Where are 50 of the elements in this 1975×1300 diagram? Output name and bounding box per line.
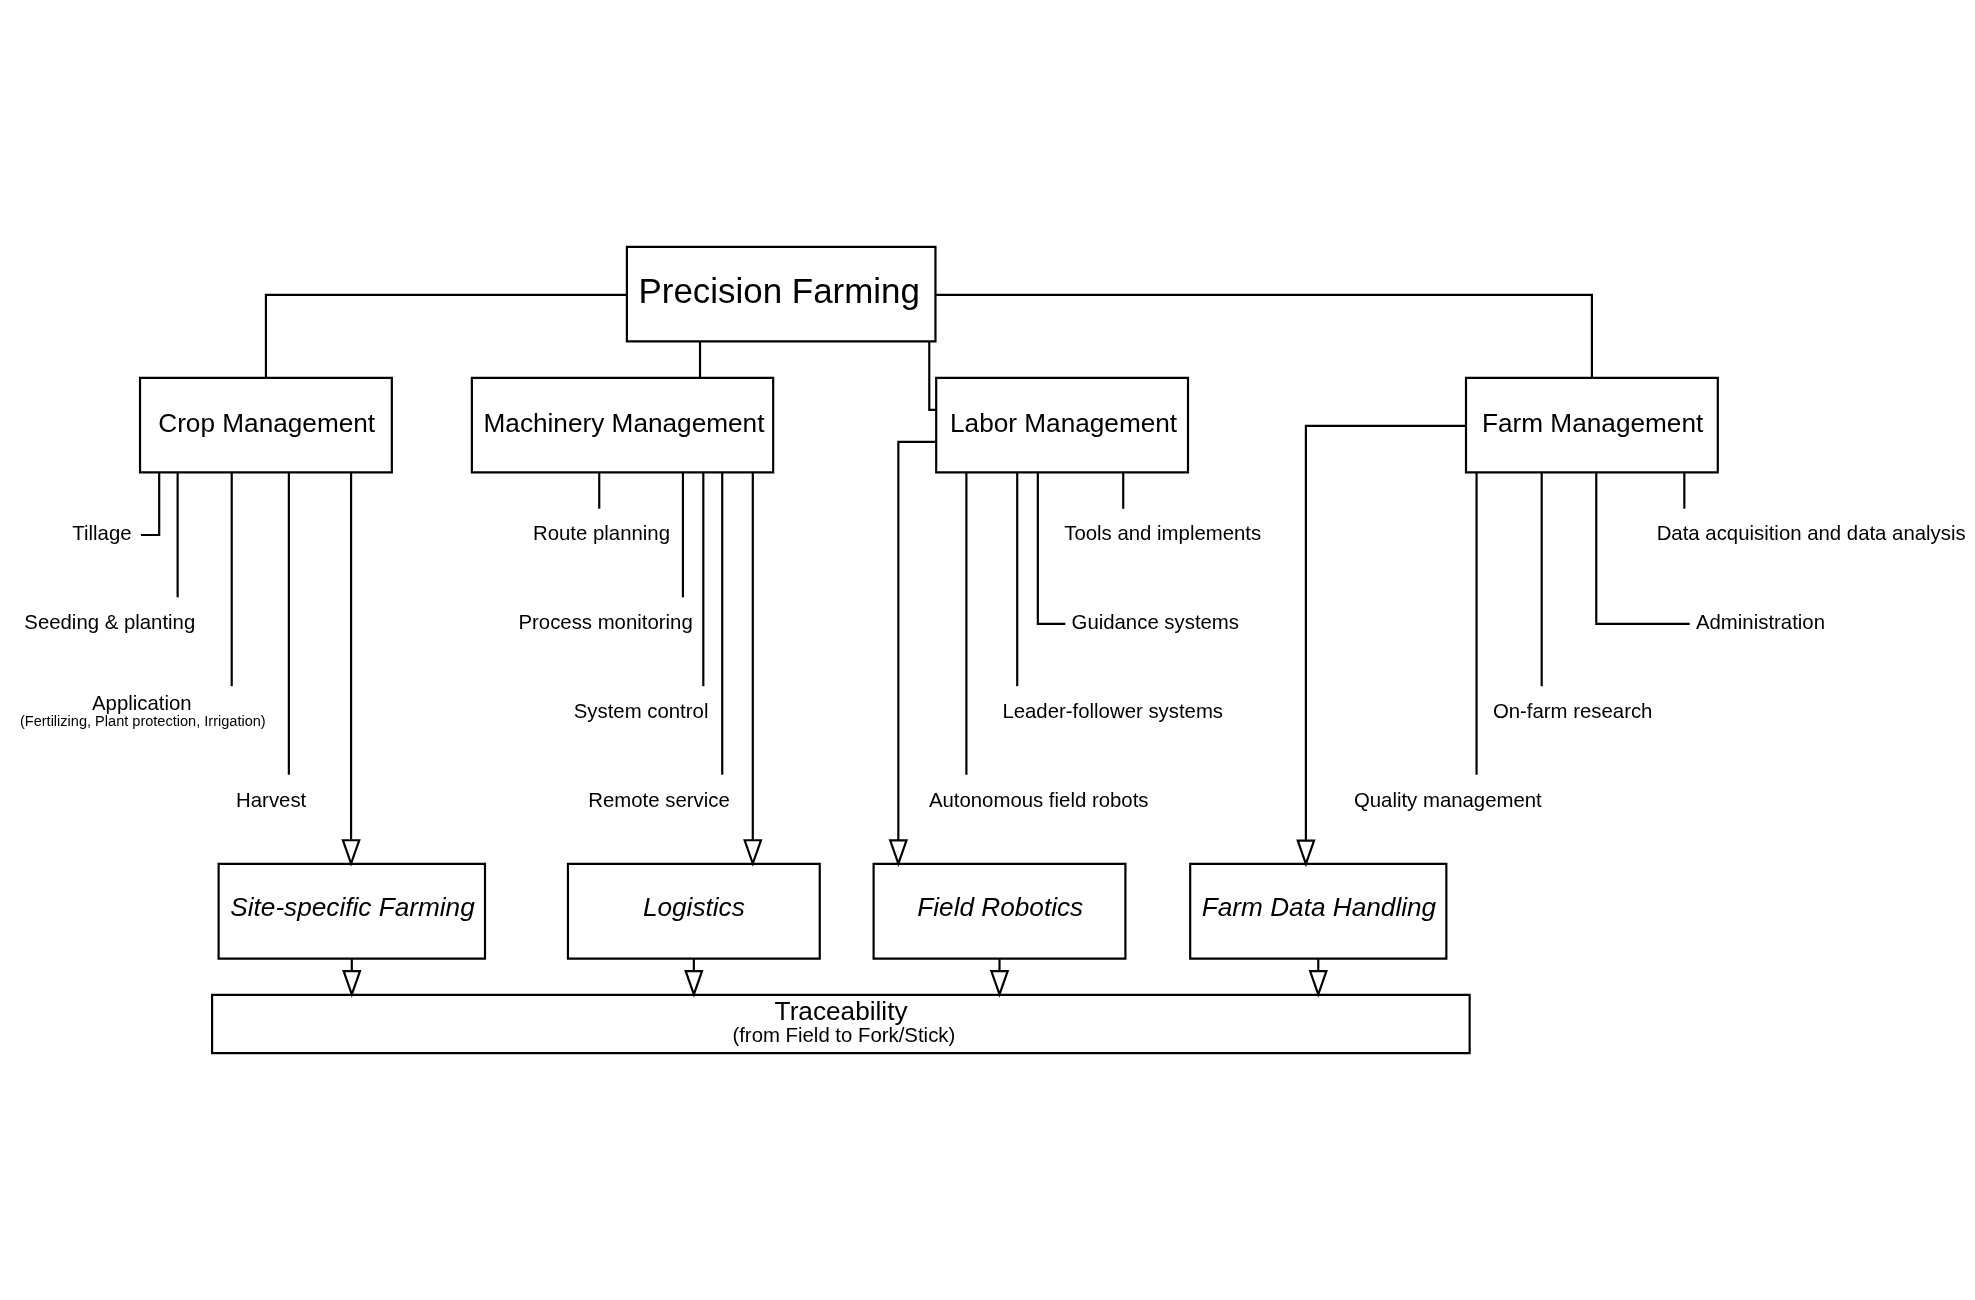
connector (935, 293, 1593, 378)
node-text: Harvest (236, 788, 307, 811)
node-box: Farm Data Handling (1189, 862, 1448, 960)
connector (140, 473, 161, 537)
arrow (341, 472, 361, 867)
node-text: Seeding & planting (24, 611, 196, 634)
node-box: Crop Management (138, 376, 393, 474)
node-box: Field Robotics (872, 862, 1127, 960)
node-text: Autonomous field robots (928, 788, 1149, 811)
connector (965, 472, 968, 775)
node-text: Application (Fertilizing, Plant protection, Irrigation) (19, 691, 266, 729)
connector (1122, 473, 1125, 509)
node-text: Quality management (1353, 788, 1542, 811)
node-box: Traceability (from Field to Fork/Stick) (211, 993, 1471, 1055)
node-text: Route planning (533, 522, 670, 545)
connector (698, 341, 702, 378)
connector (721, 472, 724, 775)
connector (1016, 472, 1019, 687)
connector (176, 472, 179, 598)
node-text: On-farm research (1492, 699, 1653, 722)
connector (681, 472, 684, 598)
connector (1475, 472, 1478, 775)
node-box: Logistics (566, 862, 821, 960)
connector (230, 472, 233, 687)
node-text: Leader-follower systems (1002, 699, 1224, 722)
connector (264, 293, 627, 378)
node-box: Machinery Management (470, 376, 775, 474)
node-box: Precision Farming (625, 245, 937, 343)
connector (1540, 472, 1543, 687)
connector (1683, 473, 1686, 509)
node-text: Tillage (72, 522, 132, 545)
connector (287, 472, 290, 775)
node-text: Data acquisition and data analysis (1656, 522, 1966, 545)
connector (702, 472, 705, 687)
connector (928, 341, 937, 411)
node-text: Administration (1695, 611, 1825, 634)
connector (1595, 472, 1690, 625)
arrow (989, 959, 1010, 998)
arrow (1296, 424, 1466, 868)
node-text: Remote service (588, 788, 730, 811)
arrow (888, 440, 936, 867)
node-box: Site-specific Farming (217, 862, 487, 960)
node-text: Process monitoring (518, 611, 693, 634)
node-text: Tools and implements (1064, 522, 1262, 545)
node-box: Farm Management (1464, 376, 1719, 474)
node-box: Labor Management (935, 376, 1190, 474)
arrow (743, 472, 763, 867)
connector (598, 473, 601, 509)
node-text: System control (573, 699, 709, 722)
node-text: Guidance systems (1071, 611, 1240, 634)
